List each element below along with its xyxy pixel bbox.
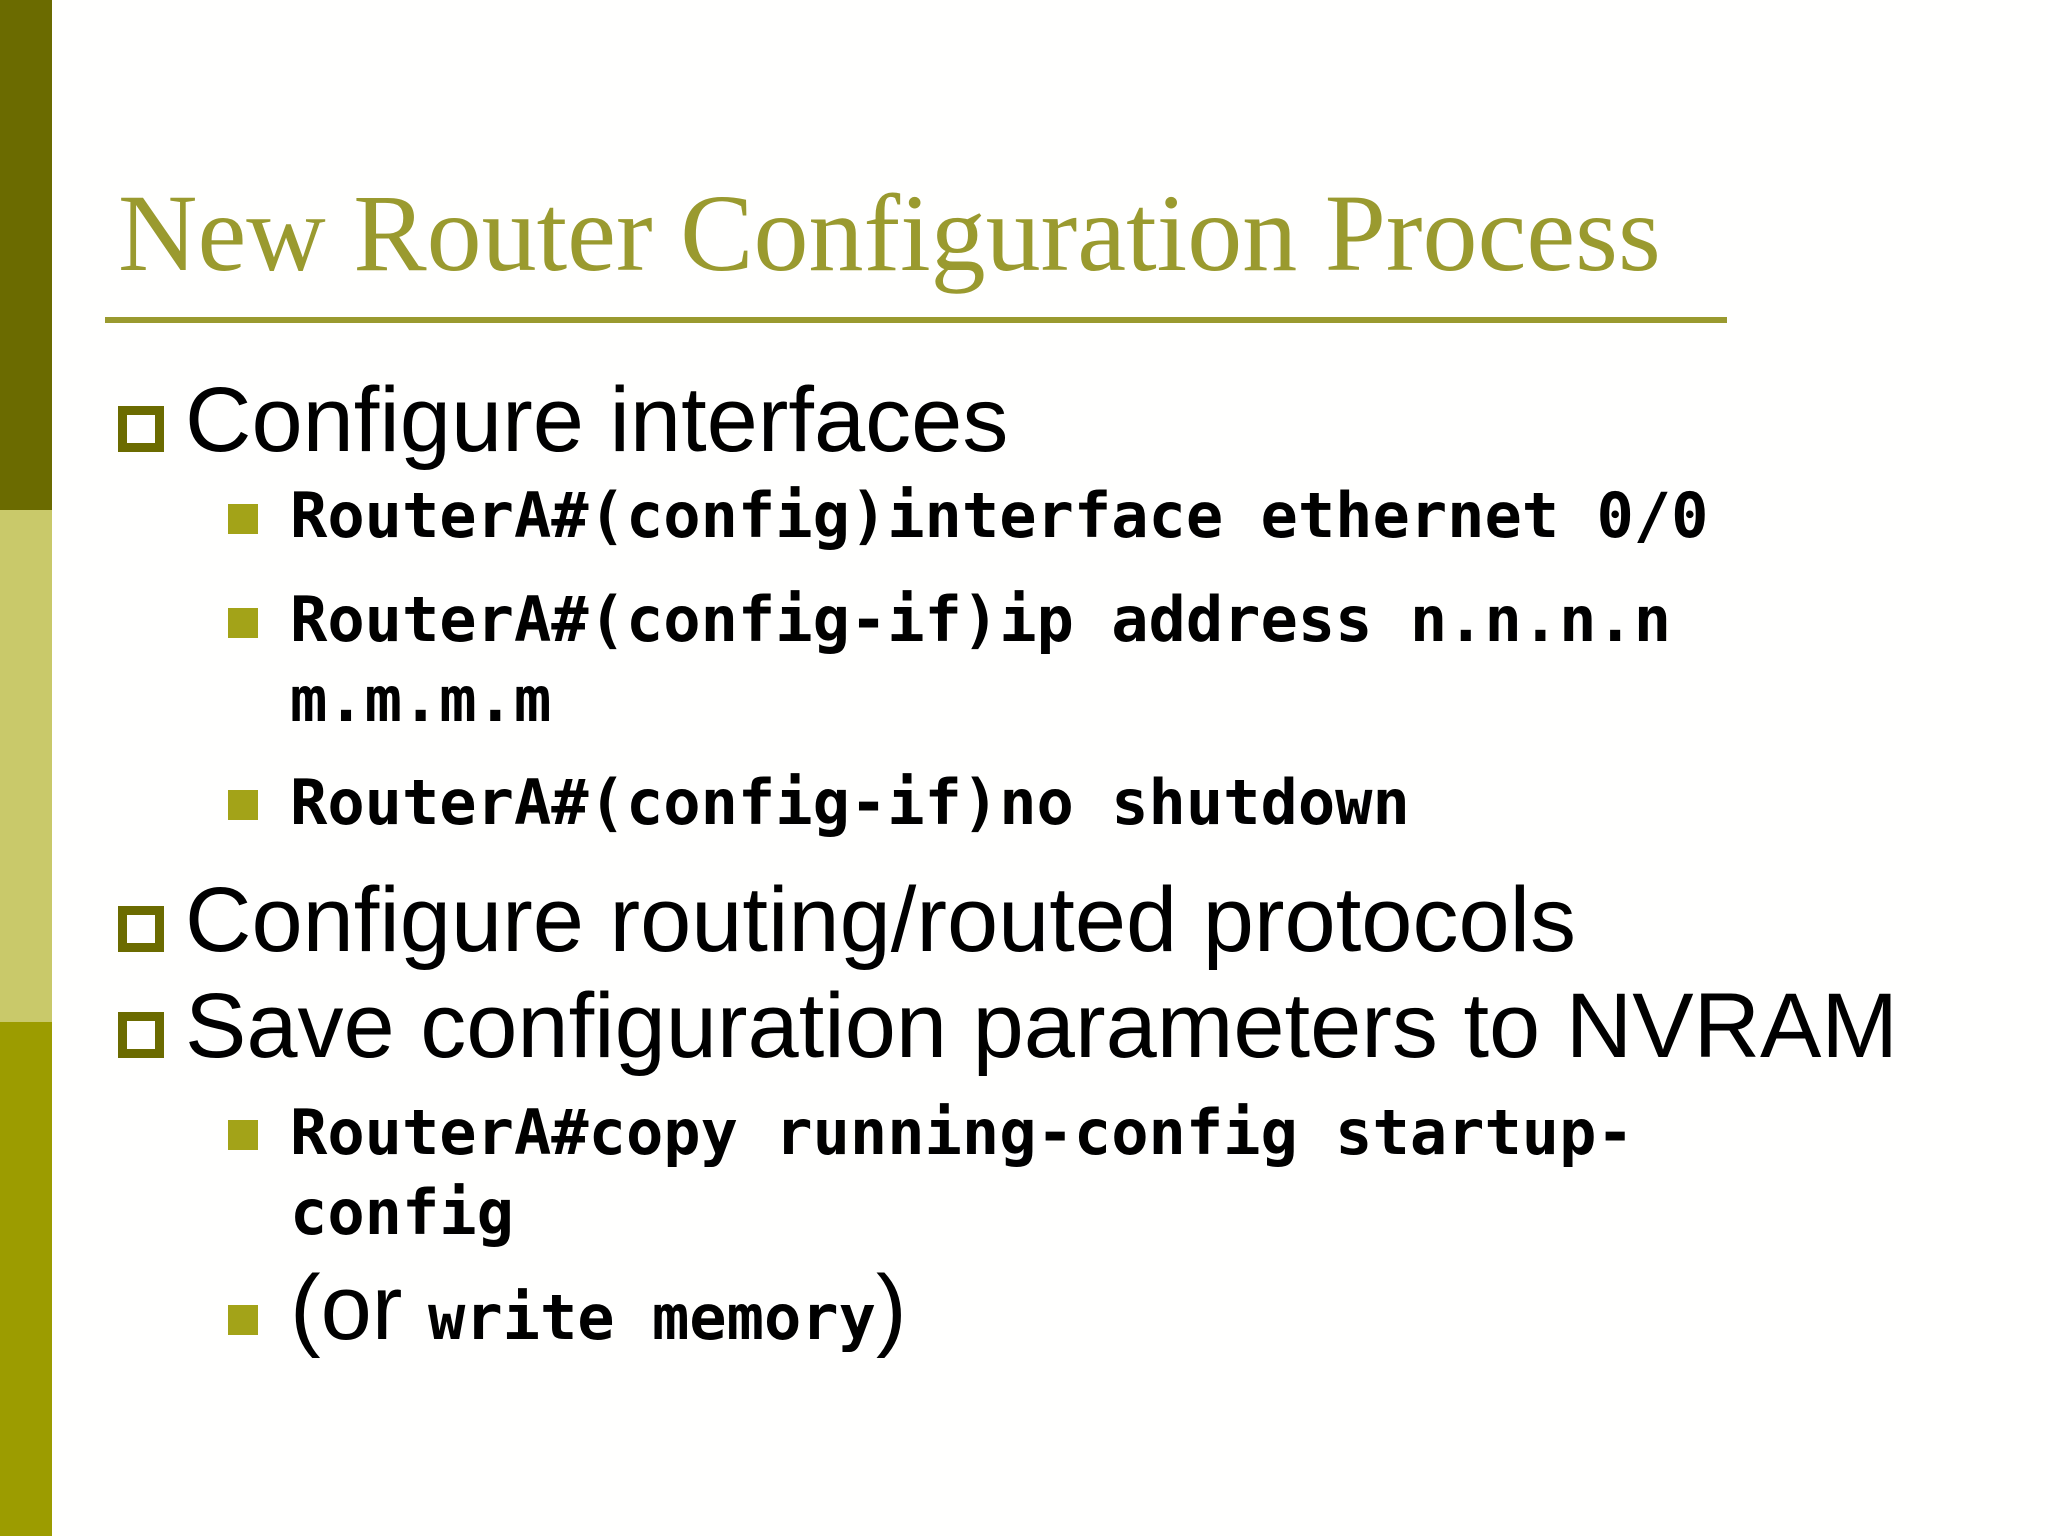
code-line: RouterA#copy running-config startup- xyxy=(290,1096,1634,1169)
code-line: RouterA#(config)interface ethernet 0/0 xyxy=(290,479,1709,552)
code-line: RouterA#(config-if)no shutdown xyxy=(290,766,1410,839)
filled-square-bullet-icon xyxy=(228,1120,258,1150)
sidebar-segment-medium xyxy=(0,1022,52,1536)
outline-square-bullet-icon xyxy=(118,1012,164,1058)
title-divider xyxy=(105,317,1727,323)
code-line: m.m.m.m xyxy=(290,663,552,736)
bullet-item-level1: Save configuration parameters to NVRAM xyxy=(185,975,1899,1077)
bullet-item-code: RouterA#(config-if)ip address n.n.n.n m.… xyxy=(290,580,1671,740)
bullet-item-code: RouterA#copy running-config startup- con… xyxy=(290,1093,1634,1253)
mixed-suffix: ) xyxy=(875,1257,907,1359)
bullet-item-level1: Configure interfaces xyxy=(185,369,1009,471)
filled-square-bullet-icon xyxy=(228,608,258,638)
filled-square-bullet-icon xyxy=(228,790,258,820)
page-title: New Router Configuration Process xyxy=(118,172,1661,294)
filled-square-bullet-icon xyxy=(228,504,258,534)
mixed-prefix: (or xyxy=(290,1257,428,1359)
code-line: RouterA#(config-if)ip address n.n.n.n xyxy=(290,583,1672,656)
bullet-item-mixed: (or write memory) xyxy=(290,1258,907,1368)
filled-square-bullet-icon xyxy=(228,1305,258,1335)
outline-square-bullet-icon xyxy=(118,406,164,452)
sidebar-segment-light xyxy=(0,510,52,1022)
code-line: config xyxy=(290,1176,514,1249)
bullet-item-code: RouterA#(config)interface ethernet 0/0 xyxy=(290,476,1708,556)
sidebar-accent-bar xyxy=(0,0,52,1536)
bullet-item-code: RouterA#(config-if)no shutdown xyxy=(290,763,1410,843)
bullet-item-level1: Configure routing/routed protocols xyxy=(185,869,1577,971)
inline-code: write memory xyxy=(428,1281,876,1354)
sidebar-segment-dark xyxy=(0,0,52,510)
outline-square-bullet-icon xyxy=(118,906,164,952)
